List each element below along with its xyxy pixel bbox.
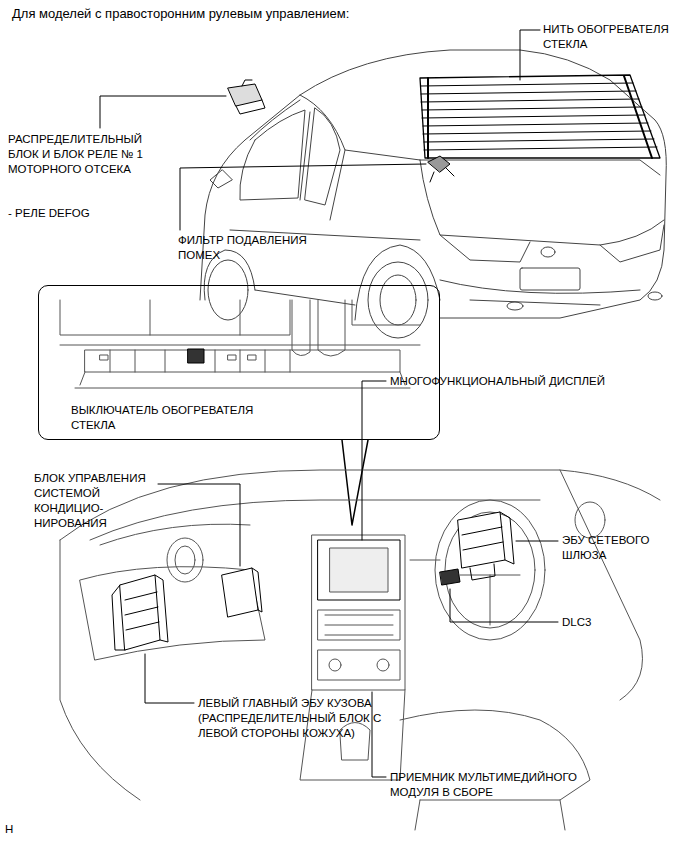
part-label: DLC3 bbox=[562, 615, 622, 630]
defog-switch bbox=[188, 349, 204, 363]
heading: Для моделей с правосторонним рулевым упр… bbox=[12, 6, 349, 21]
dlc3-connector bbox=[440, 569, 460, 585]
noise-filter bbox=[428, 156, 454, 182]
part-label: ЭБУ СЕТЕВОГО ШЛЮЗА bbox=[562, 533, 672, 563]
part-label: БЛОК УПРАВЛЕНИЯ СИСТЕМОЙ КОНДИЦИО- НИРОВ… bbox=[34, 471, 158, 531]
part-label: ПРИЕМНИК МУЛЬТИМЕДИЙНОГО МОДУЛЯ В СБОРЕ bbox=[390, 770, 620, 800]
part-label: ФИЛЬТР ПОДАВЛЕНИЯ ПОМЕХ bbox=[178, 233, 318, 263]
dashboard-drawing bbox=[60, 470, 660, 830]
body-ecu bbox=[112, 575, 168, 650]
gateway-ecu bbox=[458, 512, 514, 580]
part-label: H bbox=[5, 822, 35, 837]
inset-pointer bbox=[342, 440, 368, 525]
part-label: НИТЬ ОБОГРЕВАТЕЛЯ СТЕКЛА bbox=[543, 22, 683, 52]
switch-panel-drawing bbox=[60, 300, 420, 388]
relay-block bbox=[228, 80, 265, 114]
part-label: ЛЕВЫЙ ГЛАВНЫЙ ЭБУ КУЗОВА (РАСПРЕДЕЛИТЕЛЬ… bbox=[198, 696, 418, 741]
leader-lines bbox=[100, 30, 540, 230]
part-label: МНОГОФУНКЦИОНАЛЬНЫЙ ДИСПЛЕЙ bbox=[390, 374, 650, 389]
inset-box: ВЫКЛЮЧАТЕЛЬ ОБОГРЕВАТЕЛЯ СТЕКЛА bbox=[38, 285, 440, 440]
part-label: РАСПРЕДЕЛИТЕЛЬНЫЙ БЛОК И БЛОК РЕЛЕ № 1 М… bbox=[8, 132, 158, 177]
rear-window-heater bbox=[420, 75, 660, 158]
inset-label: ВЫКЛЮЧАТЕЛЬ ОБОГРЕВАТЕЛЯ СТЕКЛА bbox=[69, 403, 263, 433]
leader-lines bbox=[145, 381, 558, 777]
part-label: - РЕЛЕ DEFOG bbox=[8, 206, 128, 221]
ac-amplifier bbox=[222, 568, 262, 617]
car-drawing bbox=[200, 50, 666, 338]
